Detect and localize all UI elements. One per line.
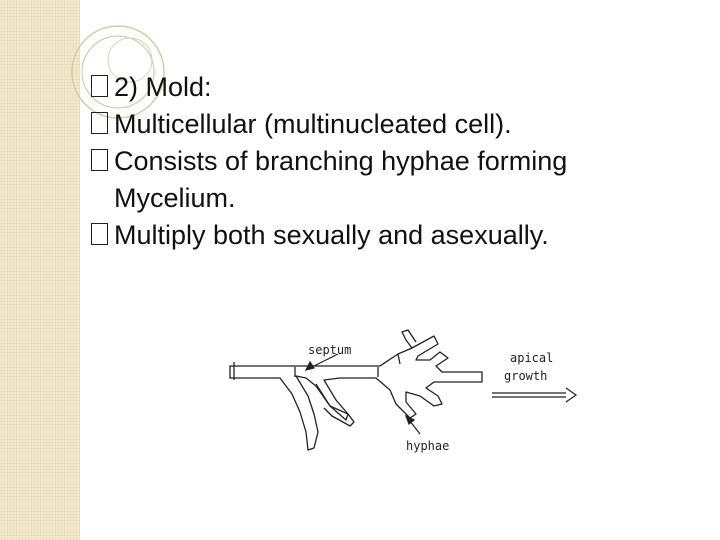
decorative-sidebar-band — [0, 0, 80, 540]
bullet-continuation: Mycelium. — [114, 183, 704, 213]
missing-glyph-icon — [91, 149, 108, 171]
missing-glyph-icon — [91, 112, 108, 134]
septum-wall-3 — [397, 353, 401, 365]
bullet-item-consists: Consists of branching hyphae forming — [91, 146, 704, 176]
bullet-text: Multicellular (multinucleated cell). — [114, 109, 512, 139]
hypha-upper-branch — [401, 329, 417, 349]
hyphae-diagram: septum hyphae apical growth — [229, 329, 578, 453]
bullet-text: Multiply both sexually and asexually. — [114, 220, 549, 250]
bullet-list: 2) Mold: Multicellular (multinucleated c… — [91, 72, 704, 250]
bullet-text: 2) Mold: — [114, 72, 212, 102]
hypha-main-outline — [229, 335, 483, 451]
decorative-rings — [71, 25, 165, 119]
hypha-branch-left — [315, 383, 355, 427]
septum-label: septum — [308, 343, 351, 357]
bullet-item-mold: 2) Mold: — [91, 72, 704, 102]
bullet-item-multiply: Multiply both sexually and asexually. — [91, 220, 704, 250]
missing-glyph-icon — [91, 223, 108, 245]
hyphae-label: hyphae — [406, 439, 449, 453]
growth-label: growth — [504, 369, 547, 383]
apical-growth-arrow — [492, 392, 566, 398]
missing-glyph-icon — [91, 75, 108, 97]
bullet-text: Consists of branching hyphae forming — [114, 146, 568, 176]
apical-label: apical — [510, 351, 553, 365]
bullet-text: Mycelium. — [114, 183, 236, 213]
bullet-item-multicellular: Multicellular (multinucleated cell). — [91, 109, 704, 139]
